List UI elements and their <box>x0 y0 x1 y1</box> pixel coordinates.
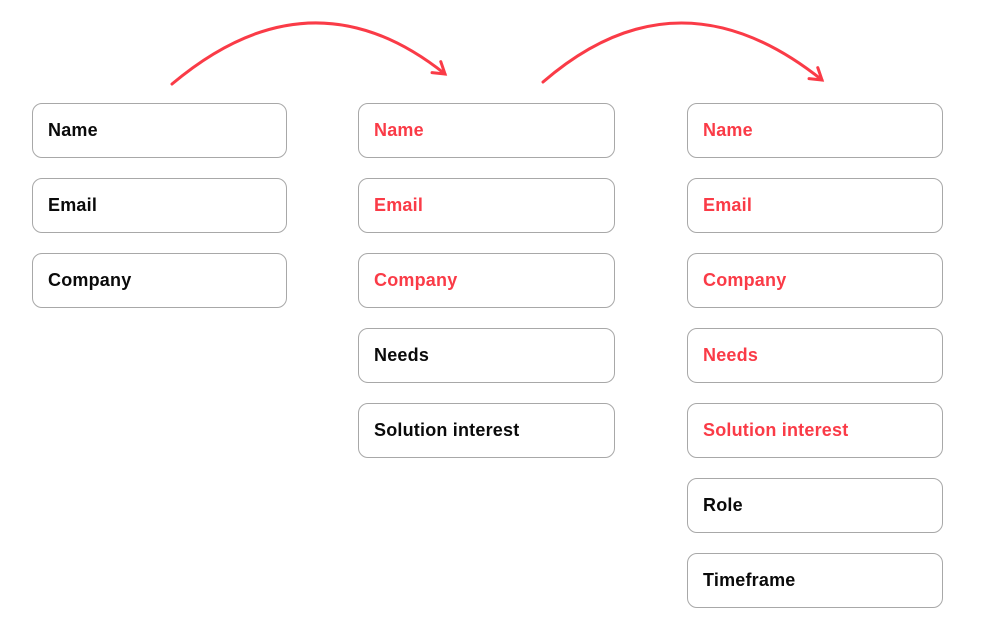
field-box-email: Email <box>687 178 943 233</box>
field-box-email: Email <box>358 178 615 233</box>
field-label-name: Name <box>703 120 753 140</box>
stage-1-column: Name Email Company <box>32 103 287 308</box>
arrow-stage2-to-stage3-icon <box>541 21 825 84</box>
field-label-solution-interest: Solution interest <box>374 420 520 440</box>
arrow-stage1-to-stage2-icon <box>170 21 448 86</box>
stage-3-column: Name Email Company Needs Solution intere… <box>687 103 943 608</box>
field-label-name: Name <box>374 120 424 140</box>
field-label-needs: Needs <box>703 345 759 365</box>
field-box-needs: Needs <box>687 328 943 383</box>
field-label-solution-interest: Solution interest <box>703 420 849 440</box>
field-box-solution-interest: Solution interest <box>687 403 943 458</box>
field-box-solution-interest: Solution interest <box>358 403 615 458</box>
field-box-name: Name <box>687 103 943 158</box>
field-label-name: Name <box>48 120 98 140</box>
field-box-name: Name <box>32 103 287 158</box>
field-label-email: Email <box>703 195 753 215</box>
field-box-email: Email <box>32 178 287 233</box>
field-label-role: Role <box>703 495 743 515</box>
stage-2-column: Name Email Company Needs Solution intere… <box>358 103 615 458</box>
field-box-timeframe: Timeframe <box>687 553 943 608</box>
field-label-needs: Needs <box>374 345 430 365</box>
field-box-company: Company <box>358 253 615 308</box>
field-label-company: Company <box>48 270 132 290</box>
field-box-name: Name <box>358 103 615 158</box>
field-label-email: Email <box>374 195 424 215</box>
field-box-company: Company <box>32 253 287 308</box>
field-box-needs: Needs <box>358 328 615 383</box>
field-label-company: Company <box>374 270 458 290</box>
field-label-company: Company <box>703 270 787 290</box>
field-box-company: Company <box>687 253 943 308</box>
field-label-email: Email <box>48 195 98 215</box>
field-label-timeframe: Timeframe <box>703 570 796 590</box>
field-box-role: Role <box>687 478 943 533</box>
